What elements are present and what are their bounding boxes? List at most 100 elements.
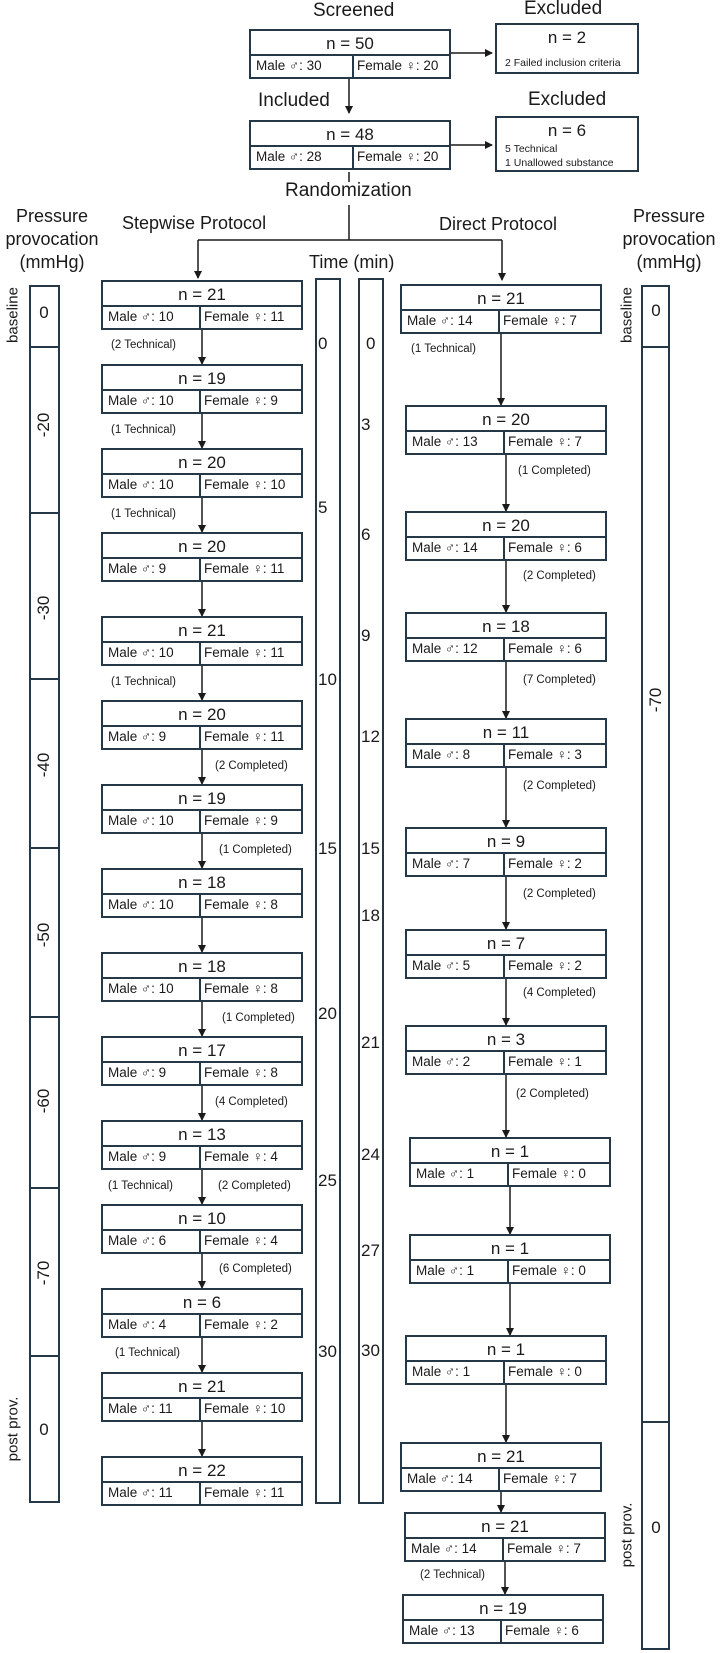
male-count: Male ♂: 14 [411,1541,477,1556]
transition-note: (1 Technical) [108,1180,173,1192]
count: n = 6 [182,1293,222,1312]
female-count: Female ♀: 9 [204,393,278,408]
time-tick-direct: 15 [361,839,380,858]
male-count: Male ♂: 14 [412,540,478,555]
sex-split: Male ♂: 28 Female ♀: 20 [251,145,449,168]
direct-box: n = 21 Male ♂: 14 Female ♀: 7 [400,284,602,334]
count: n = 7 [486,934,526,953]
count: n = 13 [178,1125,226,1144]
female-count: Female ♀: 7 [503,1471,577,1486]
female-count: Female ♀: 10 [204,477,286,492]
count: n = 21 [477,289,525,308]
count: n = 17 [178,1041,226,1060]
count: n = 19 [178,789,226,808]
stepwise-box: n = 21 Male ♂: 10 Female ♀: 11 [101,280,303,330]
count: n = 48 [326,125,374,144]
female-count: Female ♀: 20 [357,149,439,164]
count: n = 1 [486,1340,526,1359]
count: n = 1 [490,1239,530,1258]
time-tick-direct: 21 [361,1033,380,1052]
excluded-heading-1: Excluded [524,0,603,19]
female-count: Female ♀: 2 [204,1317,278,1332]
count: n = 1 [490,1142,530,1161]
male-count: Male ♂: 10 [108,981,174,996]
pressure-column-left [29,285,60,1503]
time-tick-stepwise: 5 [318,498,328,517]
count: n = 20 [482,410,530,429]
direct-box: n = 3 Male ♂: 2 Female ♀: 1 [405,1025,607,1075]
screened-heading: Screened [313,0,395,21]
stepwise-box: n = 20 Male ♂: 9 Female ♀: 11 [101,532,303,582]
female-count: Female ♀: 2 [508,958,582,973]
male-count: Male ♂: 4 [108,1317,167,1332]
transition-note: (4 Completed) [523,987,596,999]
pressure-phase-label: post prov. [618,1502,636,1568]
male-count: Male ♂: 9 [108,561,167,576]
count: n = 19 [479,1599,527,1618]
sex-split: Male ♂: 14 Female ♀: 7 [402,1467,600,1490]
pressure-value-left: -50 [34,922,53,948]
pressure-value-right: 0 [651,1518,661,1537]
direct-box: n = 19 Male ♂: 13 Female ♀: 6 [402,1594,604,1644]
female-count: Female ♀: 8 [204,897,278,912]
sex-split: Male ♂: 2 Female ♀: 1 [407,1050,605,1073]
female-count: Female ♀: 2 [508,856,582,871]
male-count: Male ♂: 10 [108,393,174,408]
stepwise-box: n = 21 Male ♂: 11 Female ♀: 10 [101,1372,303,1422]
male-count: Male ♂: 7 [412,856,471,871]
female-count: Female ♀: 10 [204,1401,286,1416]
direct-box: n = 21 Male ♂: 14 Female ♀: 7 [400,1442,602,1492]
stepwise-box: n = 20 Male ♂: 9 Female ♀: 11 [101,700,303,750]
female-count: Female ♀: 6 [508,540,582,555]
time-tick-direct: 30 [361,1341,380,1360]
transition-note: (7 Completed) [523,674,596,686]
female-count: Female ♀: 20 [357,58,439,73]
included-box: n = 48 Male ♂: 28 Female ♀: 20 [249,120,451,170]
time-tick-direct: 18 [361,906,380,925]
sex-split: Male ♂: 5 Female ♀: 2 [407,954,605,977]
transition-note: (4 Completed) [215,1096,288,1108]
sex-split: Male ♂: 6 Female ♀: 4 [103,1229,301,1252]
female-count: Female ♀: 4 [204,1149,278,1164]
sex-split: Male ♂: 10 Female ♀: 8 [103,977,301,1000]
count: n = 10 [178,1209,226,1228]
male-count: Male ♂: 2 [412,1054,471,1069]
count: n = 21 [178,1377,226,1396]
randomization-heading: Randomization [285,180,412,201]
female-count: Female ♀: 4 [204,1233,278,1248]
sex-split: Male ♂: 13 Female ♀: 7 [407,430,605,453]
time-tick-stepwise: 30 [318,1342,337,1361]
pressure-phase-label: baseline [618,287,636,343]
time-tick-direct: 6 [361,525,371,544]
time-tick-direct: 0 [366,334,376,353]
count: n = 21 [481,1517,529,1536]
sex-split: Male ♂: 14 Female ♀: 6 [407,536,605,559]
male-count: Male ♂: 9 [108,1065,167,1080]
time-column-direct [358,278,384,1504]
stepwise-box: n = 10 Male ♂: 6 Female ♀: 4 [101,1204,303,1254]
pressure-phase-label: baseline [4,287,22,343]
pressure-segment [29,1187,60,1357]
excluded-reason: 2 Failed inclusion criteria [505,57,621,69]
excluded-reason: 5 Technical [505,143,558,155]
count: n = 50 [326,34,374,53]
direct-box: n = 1 Male ♂: 1 Female ♀: 0 [405,1335,607,1385]
male-count: Male ♂: 10 [108,813,174,828]
female-count: Female ♀: 8 [204,1065,278,1080]
female-count: Female ♀: 3 [508,747,582,762]
count: n = 22 [178,1461,226,1480]
direct-protocol-heading: Direct Protocol [439,214,558,234]
transition-note: (2 Technical) [111,339,176,351]
direct-box: n = 1 Male ♂: 1 Female ♀: 0 [409,1234,611,1284]
male-count: Male ♂: 11 [108,1485,173,1500]
transition-note: (1 Technical) [111,676,176,688]
female-count: Female ♀: 8 [204,981,278,996]
male-count: Male ♂: 13 [409,1623,475,1638]
sex-split: Male ♂: 9 Female ♀: 8 [103,1061,301,1084]
sex-split: Male ♂: 10 Female ♀: 9 [103,809,301,832]
time-tick-stepwise: 0 [318,334,328,353]
female-count: Female ♀: 0 [512,1263,586,1278]
included-heading: Included [258,90,330,111]
